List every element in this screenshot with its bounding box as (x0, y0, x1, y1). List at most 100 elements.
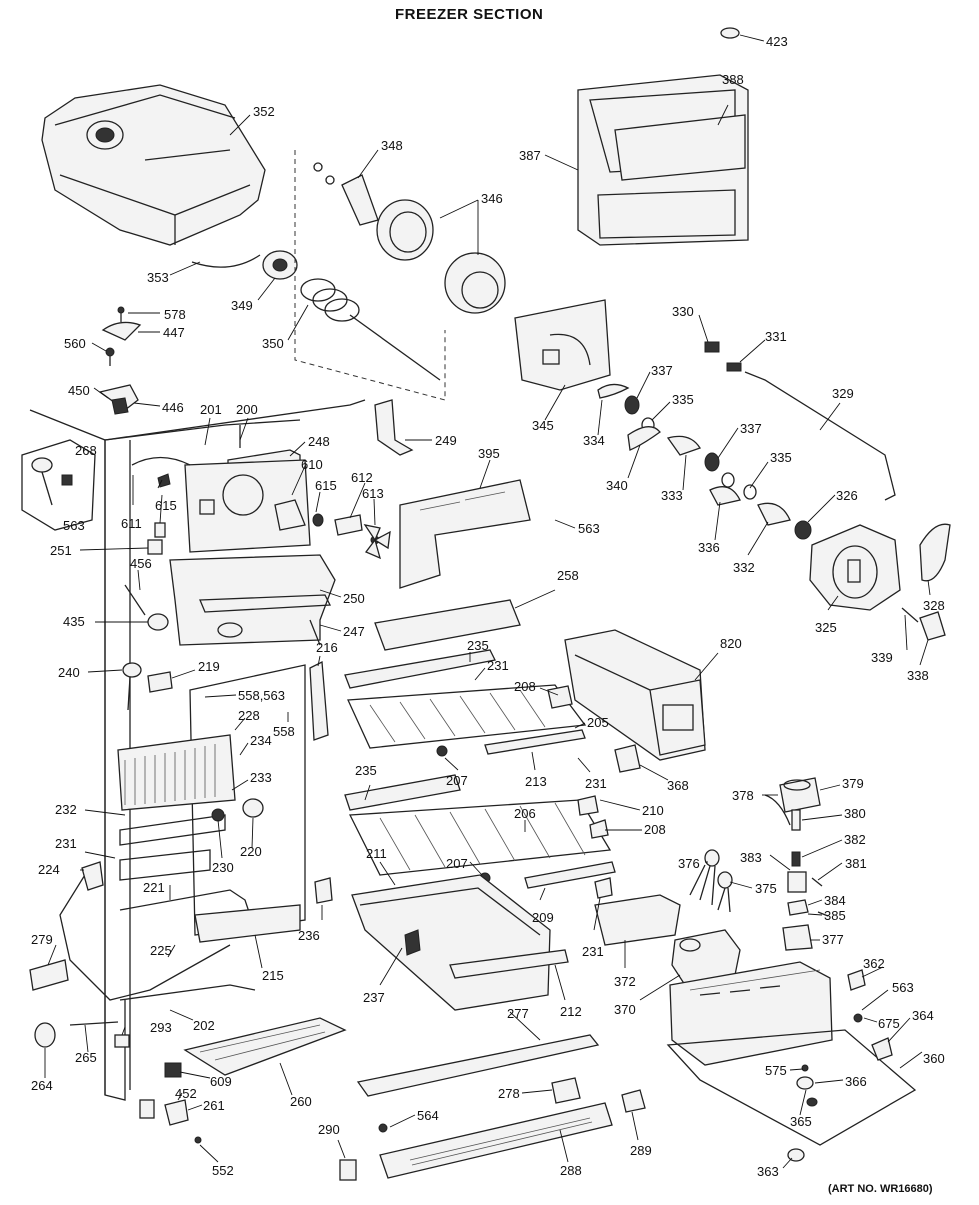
label-326: 326 (836, 488, 858, 503)
label-377: 377 (822, 932, 844, 947)
part-224-coil (81, 861, 104, 891)
label-337b: 337 (740, 421, 762, 436)
part-350-auger (300, 278, 441, 381)
part-valve-stack (782, 809, 829, 951)
label-340: 340 (606, 478, 628, 493)
label-446: 446 (162, 400, 184, 415)
label-293: 293 (150, 1020, 172, 1035)
label-205: 205 (587, 715, 609, 730)
label-578: 578 (164, 307, 186, 322)
label-224: 224 (38, 862, 60, 877)
label-563b: 563 (578, 521, 600, 536)
part-338-clip (919, 611, 946, 641)
label-234: 234 (250, 733, 272, 748)
label-260: 260 (290, 1094, 312, 1109)
part-366-grommet (796, 1076, 814, 1090)
part-215-drain-pan (194, 904, 301, 943)
label-385: 385 (824, 908, 846, 923)
part-564-screw (378, 1123, 388, 1133)
part-228-evaporator-panel (117, 664, 306, 936)
label-261: 261 (203, 1098, 225, 1113)
label-609: 609 (210, 1074, 232, 1089)
part-240-switch (122, 662, 173, 711)
part-615-clip (154, 522, 166, 538)
part-613-fan-blade (334, 514, 391, 560)
part-360-base (666, 961, 917, 1146)
part-251-clip (147, 539, 163, 555)
part-376-harness (689, 849, 733, 913)
label-615b: 615 (155, 498, 177, 513)
label-249: 249 (435, 433, 457, 448)
label-264: 264 (31, 1078, 53, 1093)
part-820-icemaker (564, 629, 706, 761)
label-563c: 563 (892, 980, 914, 995)
part-216-channel (309, 660, 329, 741)
part-cam-linkage (597, 383, 791, 526)
label-201: 201 (200, 402, 222, 417)
label-232: 232 (55, 802, 77, 817)
part-615-grommet (157, 473, 171, 488)
label-237: 237 (363, 990, 385, 1005)
label-352: 352 (253, 104, 275, 119)
part-290-spacer (339, 1159, 357, 1181)
label-231c: 231 (55, 836, 77, 851)
part-395-panel (399, 479, 531, 589)
label-362: 362 (863, 956, 885, 971)
label-231d: 231 (582, 944, 604, 959)
label-381: 381 (845, 856, 867, 871)
label-235b: 235 (355, 763, 377, 778)
label-395: 395 (478, 446, 500, 461)
part-249-bracket (374, 399, 414, 456)
label-207b: 207 (446, 856, 468, 871)
part-278-thermostat (551, 1077, 581, 1104)
label-610: 610 (301, 457, 323, 472)
part-345-bracket (514, 299, 611, 391)
part-372-cover (594, 894, 681, 946)
part-260-tray (183, 1017, 347, 1076)
label-335a: 335 (672, 392, 694, 407)
label-200: 200 (236, 402, 258, 417)
label-220: 220 (240, 844, 262, 859)
label-277: 277 (507, 1006, 529, 1021)
label-231b: 231 (585, 776, 607, 791)
part-552-screw (194, 1136, 202, 1144)
part-247-trim (309, 619, 321, 646)
label-215: 215 (262, 968, 284, 983)
label-236: 236 (298, 928, 320, 943)
part-611-bracket (131, 456, 191, 466)
label-346: 346 (481, 191, 503, 206)
label-368: 368 (667, 778, 689, 793)
part-250-cover (169, 554, 336, 646)
part-number-labels: 423 352 388 387 348 346 353 349 350 578 … (31, 34, 945, 1179)
part-205-upper-shelf (344, 649, 587, 757)
label-279: 279 (31, 932, 53, 947)
label-364: 364 (912, 1008, 934, 1023)
label-345: 345 (532, 418, 554, 433)
part-368-bracket (614, 744, 641, 773)
label-230: 230 (212, 860, 234, 875)
label-380: 380 (844, 806, 866, 821)
part-330-fitting (704, 341, 720, 353)
auger-enclosure-outline (294, 150, 446, 401)
part-675-nut (853, 1013, 863, 1023)
label-558563: 558,563 (238, 688, 285, 703)
label-363: 363 (757, 1164, 779, 1179)
part-610-fan-shroud (184, 459, 324, 553)
label-387: 387 (519, 148, 541, 163)
label-450: 450 (68, 383, 90, 398)
label-328: 328 (923, 598, 945, 613)
label-452: 452 (175, 1086, 197, 1101)
label-384: 384 (824, 893, 846, 908)
label-435: 435 (63, 614, 85, 629)
label-278: 278 (498, 1086, 520, 1101)
part-328-bracket (919, 523, 951, 582)
part-202-base (119, 984, 256, 1001)
art-number: (ART NO. WR16680) (828, 1183, 933, 1195)
part-435-sensor (124, 584, 169, 631)
label-365: 365 (790, 1114, 812, 1129)
label-575: 575 (765, 1063, 787, 1078)
label-360: 360 (923, 1051, 945, 1066)
label-558: 558 (273, 724, 295, 739)
part-289-switch (621, 1089, 646, 1113)
part-325-motor (794, 520, 901, 611)
